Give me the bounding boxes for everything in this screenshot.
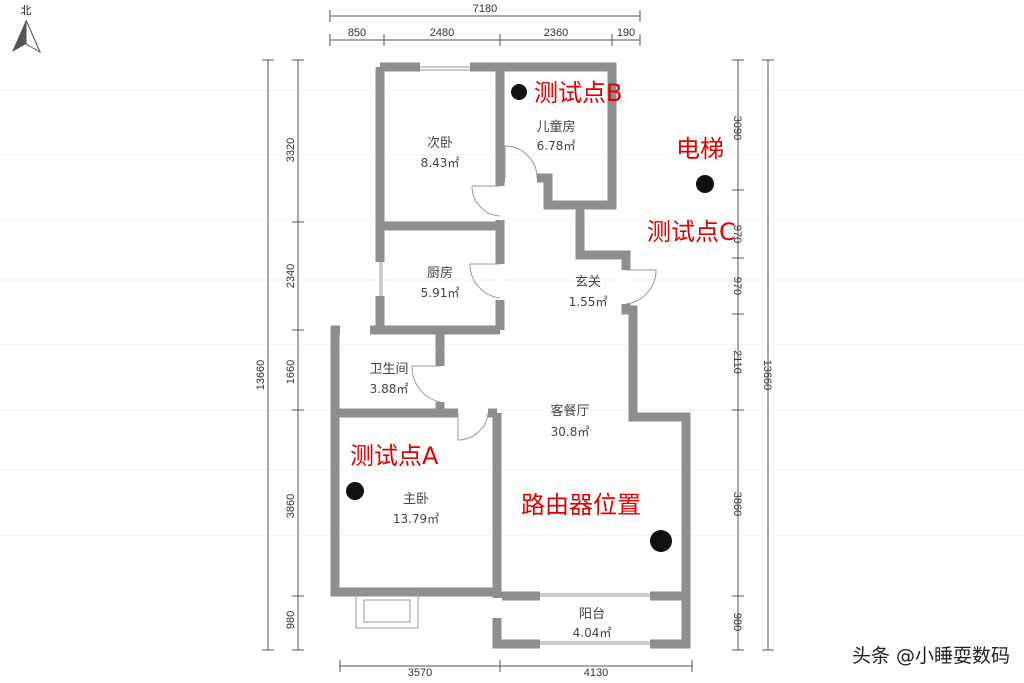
room-name-balcony: 阳台: [579, 607, 605, 622]
watermark: 头条 @小睡耍数码: [852, 645, 1010, 667]
marker-point-a: [346, 482, 364, 500]
dim-right-5: 3860: [731, 492, 743, 516]
bottom-dimensions: [339, 660, 693, 672]
left-dimensions: [262, 59, 304, 651]
dim-bottom-1: 3570: [408, 667, 432, 679]
room-name-master-bedroom: 主卧: [403, 492, 429, 507]
dim-left-total: 13660: [255, 360, 267, 391]
dim-right-total: 13660: [761, 360, 773, 391]
room-labels: 次卧 8.43㎡ 儿童房 6.78㎡ 厨房 5.91㎡ 玄关 1.55㎡ 卫生间…: [369, 119, 611, 640]
dim-right-1: 3090: [731, 116, 743, 140]
room-name-second-bedroom: 次卧: [427, 135, 453, 151]
dim-top-3: 2360: [544, 27, 568, 39]
dim-top-4: 190: [617, 27, 635, 39]
room-area-living-dining: 30.8㎡: [551, 425, 590, 439]
room-area-second-bedroom: 8.43㎡: [421, 156, 460, 170]
marker-point-c: [696, 175, 714, 193]
right-dimensions: [732, 59, 774, 651]
room-area-entrance: 1.55㎡: [569, 295, 608, 309]
annotation-point-b: 测试点B: [534, 79, 622, 107]
dim-left-4: 3860: [285, 494, 297, 518]
door-swings: [355, 66, 657, 645]
marker-point-b: [511, 84, 527, 100]
north-label: 北: [21, 4, 32, 17]
annotation-point-c: 测试点C: [647, 218, 736, 246]
room-name-living-dining: 客餐厅: [550, 403, 589, 419]
room-name-entrance: 玄关: [575, 275, 601, 290]
room-name-kitchen: 厨房: [427, 265, 453, 281]
walls: [330, 62, 691, 649]
top-dimensions: [329, 10, 641, 46]
dim-left-2: 2340: [285, 264, 297, 288]
dim-right-4: 2110: [731, 350, 743, 374]
marker-router: [650, 530, 672, 552]
dim-left-5: 980: [285, 611, 297, 629]
dim-top-1: 850: [348, 27, 366, 39]
markers: [346, 84, 714, 552]
north-compass-icon: 北: [12, 4, 42, 54]
room-name-bathroom: 卫生间: [369, 362, 408, 377]
room-area-bathroom: 3.88㎡: [370, 382, 409, 396]
dim-right-2: 970: [731, 225, 743, 243]
dim-top-total: 7180: [473, 3, 497, 15]
room-area-balcony: 4.04㎡: [573, 626, 612, 640]
annotation-router: 路由器位置: [521, 491, 641, 519]
dim-top-2: 2480: [430, 27, 454, 39]
dim-right-3: 970: [731, 277, 743, 295]
annotation-point-a: 测试点A: [350, 442, 439, 470]
annotation-elevator: 电梯: [676, 135, 724, 163]
room-area-master-bedroom: 13.79㎡: [393, 512, 439, 526]
dim-right-6: 980: [731, 613, 743, 631]
background-grid: [0, 89, 1024, 536]
annotations: 测试点B 电梯 测试点C 测试点A 路由器位置: [350, 79, 736, 519]
dim-left-3: 1660: [285, 360, 297, 384]
room-area-kitchen: 5.91㎡: [421, 286, 460, 300]
room-name-kids-room: 儿童房: [536, 119, 575, 135]
dim-bottom-2: 4130: [584, 667, 608, 679]
room-area-kids-room: 6.78㎡: [537, 139, 576, 153]
dim-left-1: 3320: [285, 138, 297, 162]
